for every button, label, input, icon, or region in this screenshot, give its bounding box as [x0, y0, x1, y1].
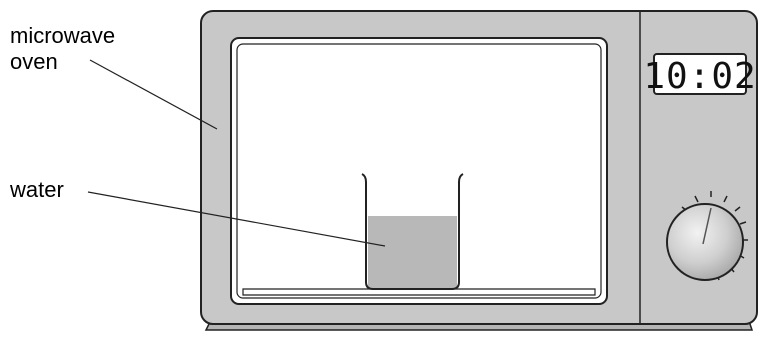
- timer-display: [653, 53, 747, 95]
- water-fill: [368, 216, 457, 289]
- oven-leader-line: [89, 59, 218, 130]
- door-window-inner: [236, 43, 602, 299]
- dial-knob-icon[interactable]: [666, 203, 744, 281]
- water-label: water: [10, 177, 64, 202]
- oven-label-line1: microwave: [10, 23, 116, 48]
- dial-knob-pointer: [702, 207, 712, 245]
- oven-label-line2: oven: [10, 49, 58, 74]
- water-leader-line: [87, 191, 386, 247]
- timer-display-text: 10:02: [643, 56, 756, 97]
- oven-floor: [242, 288, 596, 296]
- door-window-frame: [230, 37, 608, 305]
- beaker-icon: [361, 173, 464, 290]
